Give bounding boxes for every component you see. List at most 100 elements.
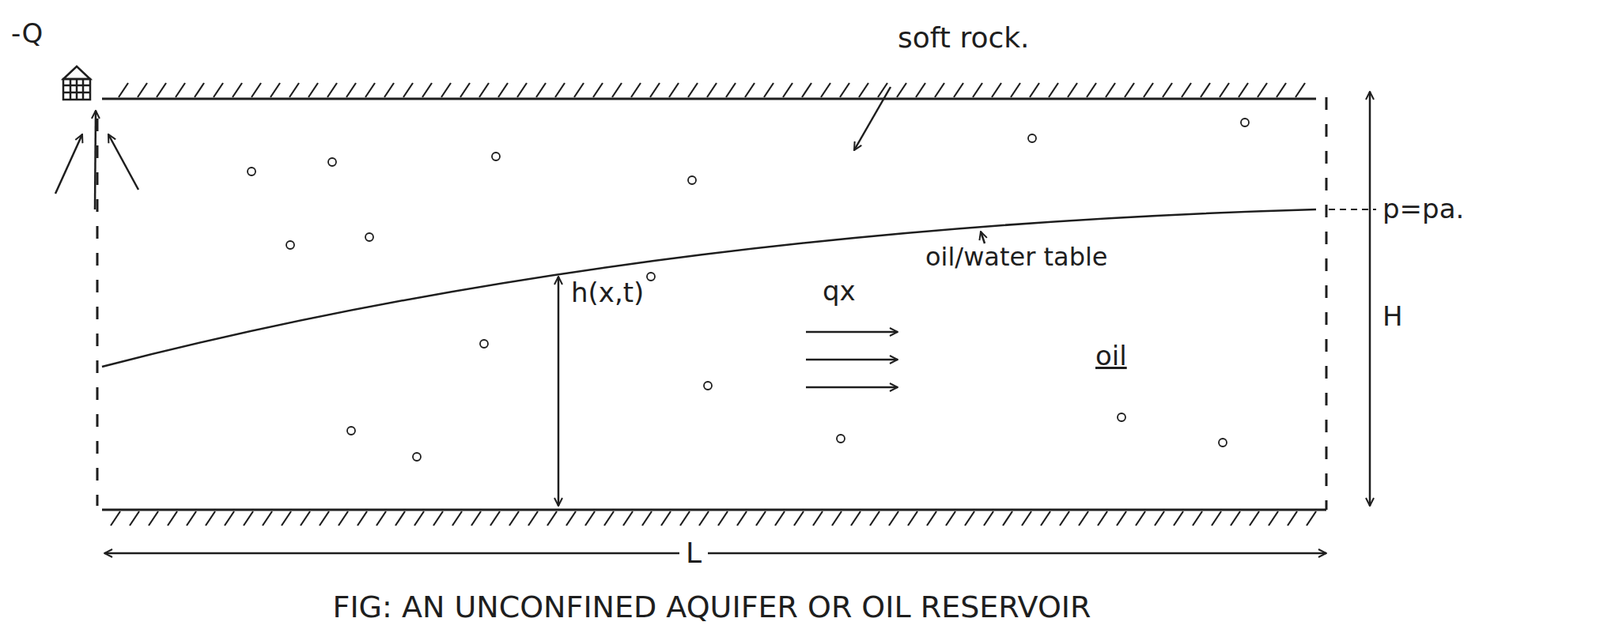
hatch-stroke (756, 511, 766, 526)
hatch-stroke (593, 83, 603, 98)
hatch-stroke (991, 83, 1002, 98)
hatch-stroke (1143, 83, 1154, 98)
hatch-stroke (851, 511, 861, 526)
hatch-stroke (490, 511, 500, 526)
hatch-stroke (175, 83, 186, 98)
hatch-stroke (281, 511, 292, 526)
hatch-stroke (232, 83, 243, 98)
hatch-stroke (1116, 511, 1127, 526)
hatch-stroke (1135, 511, 1146, 526)
pebble (836, 434, 845, 443)
hatch-stroke (907, 511, 918, 526)
dimension-label: L (679, 537, 708, 570)
hatch-stroke (441, 83, 451, 98)
dimension-arrow (1369, 91, 1372, 507)
hatch-stroke (1154, 511, 1165, 526)
hatch-stroke (1162, 83, 1173, 98)
hatch-stroke (186, 511, 197, 526)
hatch-stroke (395, 511, 405, 526)
hatch-stroke (376, 511, 386, 526)
hatch-stroke (148, 511, 159, 526)
hatch-stroke (338, 511, 348, 526)
hatch-stroke (1295, 83, 1305, 98)
hatch-stroke (801, 83, 812, 98)
hatch-stroke (528, 511, 538, 526)
fluid-label: oil (1095, 341, 1128, 371)
hatch-stroke (422, 83, 432, 98)
hatch-stroke (1097, 511, 1108, 526)
hatch-stroke (1059, 511, 1070, 526)
hatch-stroke (1211, 511, 1222, 526)
hatch-stroke (566, 511, 576, 526)
water-table-curve (102, 209, 1317, 367)
hatch-stroke (1192, 511, 1203, 526)
hatch-stroke (1048, 83, 1059, 98)
hatch-stroke (1238, 83, 1249, 98)
hatch-stroke (839, 83, 850, 98)
hatch-stroke (498, 83, 508, 98)
hatch-stroke (775, 511, 785, 526)
hatch-stroke (574, 83, 584, 98)
hatch-stroke (1257, 83, 1268, 98)
hatch-stroke (1287, 511, 1298, 526)
hatch-stroke (270, 83, 280, 98)
hatch-stroke (623, 511, 633, 526)
hatch-stroke (726, 83, 736, 98)
hatch-stroke (1173, 511, 1184, 526)
hatch-stroke (983, 511, 994, 526)
material-label: soft rock. (897, 22, 1030, 54)
hatch-stroke (1040, 511, 1051, 526)
hatch-stroke (945, 511, 956, 526)
hatch-stroke (555, 83, 565, 98)
flow-rate-label: -Q (11, 18, 43, 49)
hatch-stroke (718, 511, 728, 526)
pebble (491, 152, 500, 161)
hatch-stroke (1067, 83, 1078, 98)
hatch-stroke (813, 511, 823, 526)
hatch-stroke (764, 83, 774, 98)
hatch-stroke (509, 511, 519, 526)
hatch-stroke (1276, 83, 1287, 98)
leader-line (980, 231, 985, 244)
hatch-stroke (869, 511, 880, 526)
pebble (1117, 413, 1126, 422)
extraction-arrows (55, 110, 139, 210)
hatch-stroke (213, 83, 224, 98)
hatch-stroke (707, 83, 717, 98)
hatch-stroke (289, 83, 299, 98)
hatch-stroke (1230, 511, 1241, 526)
hatch-stroke (642, 511, 652, 526)
pebble (347, 427, 356, 435)
hatch-stroke (1078, 511, 1089, 526)
hatch-stroke (517, 83, 527, 98)
hatch-stroke (953, 83, 964, 98)
hatch-stroke (129, 511, 140, 526)
hatch-stroke (384, 83, 394, 98)
pebble (1028, 134, 1037, 143)
hatch-stroke (205, 511, 216, 526)
hatch-stroke (300, 511, 311, 526)
hatch-stroke (661, 511, 671, 526)
hatch-stroke (1010, 83, 1021, 98)
hatch-stroke (934, 83, 945, 98)
flux-arrows (805, 332, 898, 388)
hatch-stroke (964, 511, 975, 526)
left-boundary (96, 118, 99, 507)
hatch-stroke (414, 511, 424, 526)
dimension-arrow (557, 276, 560, 507)
hatch-stroke (403, 83, 413, 98)
hatch-stroke (346, 83, 356, 98)
hatch-stroke (688, 83, 698, 98)
hatch-stroke (745, 83, 755, 98)
pebble (328, 158, 337, 167)
hatch-stroke (737, 511, 747, 526)
hatch-stroke (547, 511, 557, 526)
hatch-stroke (110, 511, 121, 526)
hatch-stroke (1002, 511, 1013, 526)
hatch-stroke (262, 511, 273, 526)
hatch-stroke (308, 83, 318, 98)
hatch-stroke (699, 511, 709, 526)
hatch-stroke (1021, 511, 1032, 526)
hatch-stroke (460, 83, 470, 98)
